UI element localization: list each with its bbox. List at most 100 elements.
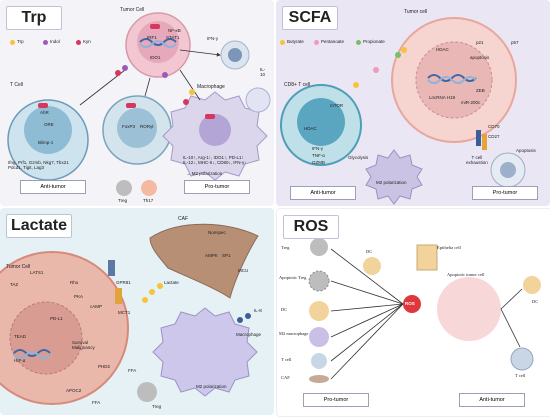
trp-macrophage-label: Macrophage	[197, 84, 225, 90]
scfa-glycolysis: Glycolysis	[348, 155, 369, 160]
lactate-rho: Rho	[70, 280, 79, 285]
lactate-illustration	[0, 223, 259, 405]
trp-treg: Treg	[118, 198, 128, 203]
trp-illustration	[7, 12, 271, 196]
scfa-p57: p57	[511, 40, 519, 45]
scfa-apoptosis: Apoptosis	[516, 148, 536, 153]
trp-anti-tumor-box: Anti-tumor	[20, 180, 86, 194]
trp-stat1: STAT1	[166, 35, 180, 40]
legend-trp: Trp	[17, 39, 24, 44]
scfa-hdac: HDAC	[304, 126, 317, 131]
lactate-macrophage: Macrophage	[236, 332, 262, 337]
scfa-tumor-cell: Tumor cell	[404, 9, 428, 15]
lactate-pka: PKA	[74, 294, 84, 299]
scfa-apoptosis-box: apoptosis	[470, 55, 490, 60]
scfa-m2: M2 polarization	[376, 180, 407, 185]
lactate-mct1: MCT1	[118, 310, 131, 315]
ros-center: ROS	[405, 301, 415, 306]
ros-title: ROS	[283, 215, 339, 239]
lactate-pdl1: PD-L1	[50, 316, 63, 321]
lactate-il8: IL-8	[254, 308, 262, 313]
scfa-illustration	[280, 17, 526, 205]
trp-ore: ORE	[44, 122, 54, 127]
legend-indol: Indol	[50, 39, 60, 44]
trp-irf1: IRF1	[147, 35, 157, 40]
scfa-zeb: ZEB	[476, 88, 485, 93]
trp-nfkb: NF-κB	[168, 28, 181, 33]
ros-panel: ROS Treg Apoptotic Treg DC M2 macrophage…	[276, 208, 550, 417]
lactate-phd2: PHD2	[98, 364, 111, 369]
lactate-hif: HIF-α	[14, 358, 26, 363]
trp-th17: Th17	[143, 198, 154, 203]
scfa-cd27: CD27	[488, 134, 500, 139]
trp-foxp3: FoxP3	[122, 124, 136, 129]
trp-t-genes: Ifng, Prf1, Gzmb, Nkg7, Tbx21 Pdcd1, Tig…	[8, 160, 69, 170]
scfa-p21: p21	[476, 40, 484, 45]
lactate-lats1: LATS1	[30, 270, 44, 275]
trp-tcell-label: T Cell	[10, 82, 23, 88]
scfa-panel: SCFA Butyrate Pentanoate Propionate Tumo…	[276, 0, 550, 206]
ros-tcell: T cell	[281, 357, 292, 362]
lactate-caf: CAF	[178, 216, 188, 222]
lactate-gpr81: GPR81	[116, 280, 131, 285]
lactate-nonspec: Nonspec	[208, 230, 226, 235]
scfa-tnf: TNF-α	[312, 153, 325, 158]
propionate-legend-dot	[356, 40, 361, 45]
lactate-camp: cAMP	[90, 304, 103, 309]
trp-macro-genes: IL-10↑, Arg-1↑, IDO1↑, PD-L1↑ IL-12↓, MH…	[183, 155, 247, 165]
ros-pro-tumor-box: Pro-tumor	[303, 393, 369, 407]
lactate-panel: Lactate Tumor Cell CAF LATS1 TAZ Rho PKA…	[0, 208, 274, 415]
lactate-survival: Survival Malignancy	[72, 340, 95, 350]
lactate-ffa: FFA	[128, 368, 137, 373]
ros-tcell-right: T cell	[515, 373, 526, 378]
ros-caf: CAF	[281, 375, 290, 380]
lactate-sp1: SP1	[222, 253, 231, 258]
scfa-title: SCFA	[282, 6, 338, 30]
scfa-cd70: CD70	[488, 124, 500, 129]
ros-anti-tumor-box: Anti-tumor	[459, 393, 525, 407]
lactate-taz: TAZ	[10, 282, 19, 287]
trp-ahr: AhR	[40, 110, 49, 115]
legend-butyrate: Butyrate	[287, 39, 304, 44]
scfa-mtor: mTOR	[330, 103, 344, 108]
trp-legend-dot	[10, 40, 15, 45]
lactate-ampk: AMPK	[205, 253, 218, 258]
indol-legend-dot	[43, 40, 48, 45]
lactate-title: Lactate	[6, 214, 72, 238]
scfa-lncrna: LncRNA H19	[429, 95, 456, 100]
lactate-ffa2: FFA	[92, 400, 101, 405]
trp-tumor-cell-label: Tumor Cell	[120, 7, 145, 13]
ros-illustration	[308, 238, 541, 383]
ros-treg: Treg	[281, 245, 290, 250]
scfa-exhaustion: T cell exhaustion	[466, 155, 488, 165]
scfa-gzmb: GZMB	[312, 160, 325, 165]
scfa-anti-tumor-box: Anti-tumor	[290, 186, 356, 200]
trp-panel: Trp Trp Indol Kyn Tumor Cell IFN-γ IRF1 …	[0, 0, 274, 206]
scfa-mir: miR-200c	[461, 100, 481, 105]
scfa-pro-tumor-box: Pro-tumor	[472, 186, 538, 200]
ros-dc-right: DC	[532, 299, 539, 304]
trp-m2: → M2 polarization	[186, 171, 223, 176]
legend-kyn: Kyn	[83, 39, 91, 44]
ros-epithelia: Epithelia cell	[437, 245, 461, 250]
legend-propionate: Propionate	[363, 39, 385, 44]
lactate-apoc2: APOC2	[66, 388, 82, 393]
ros-apoptotic: Apoptotic tumor cell	[447, 272, 485, 277]
scfa-ifng: IFN-γ	[312, 146, 323, 151]
trp-rorgt: RORγt	[140, 124, 154, 129]
trp-ido1: IDO1	[150, 55, 161, 60]
lactate-lactate: Lactate	[164, 280, 179, 285]
scfa-cd8: CD8+ T cell	[284, 82, 311, 88]
trp-title: Trp	[6, 6, 62, 30]
scfa-hdac2: HDAC	[436, 47, 449, 52]
ros-dc-top: DC	[366, 249, 373, 254]
trp-pro-tumor-box: Pro-tumor	[184, 180, 250, 194]
lactate-tumor-cell: Tumor Cell	[6, 264, 31, 270]
lactate-m2: M2 polarization	[196, 384, 227, 389]
ros-dc: DC	[281, 307, 288, 312]
trp-il10: IL- 10	[260, 67, 266, 77]
lactate-tead: TEAD	[14, 334, 27, 339]
kyn-legend-dot	[76, 40, 81, 45]
ros-m2: M2 macrophage	[279, 331, 309, 336]
butyrate-legend-dot	[280, 40, 285, 45]
